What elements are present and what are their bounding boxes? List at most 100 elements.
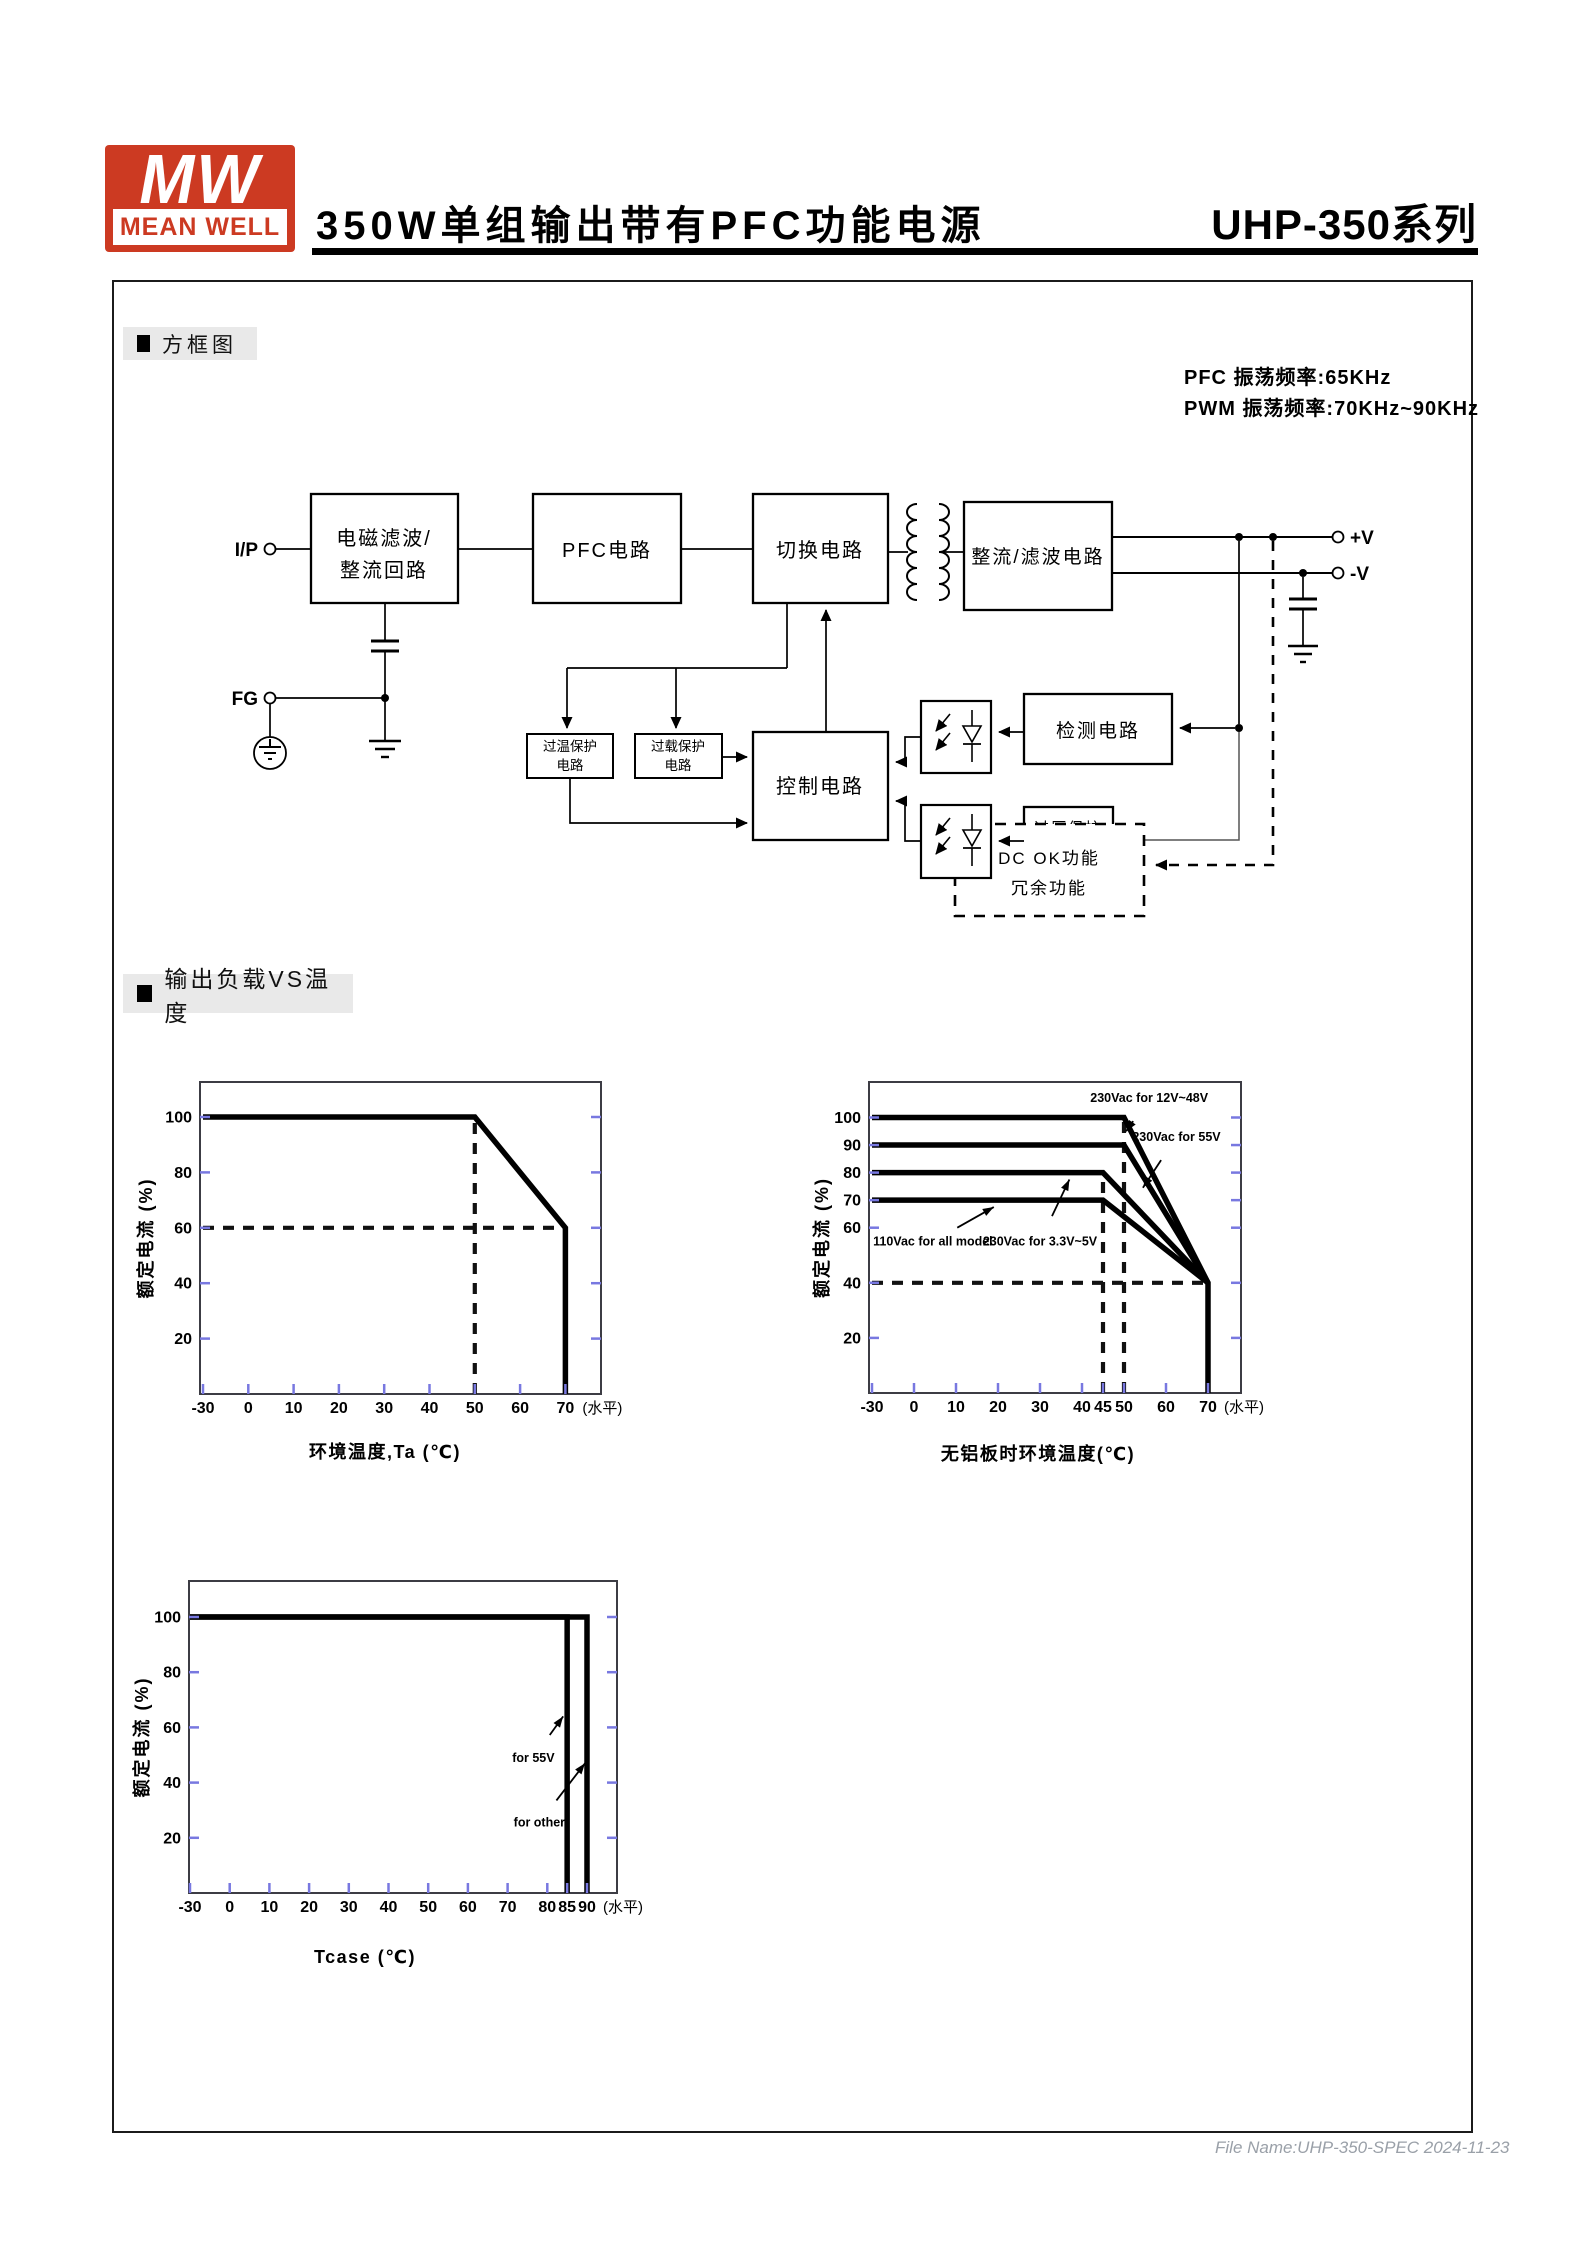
svg-text:额定电流 (%): 额定电流 (%) bbox=[811, 1177, 832, 1298]
svg-text:0: 0 bbox=[225, 1899, 234, 1916]
svg-text:60: 60 bbox=[511, 1400, 529, 1417]
olp-circuit-box bbox=[634, 733, 723, 779]
switching-circuit-label: 切换电路 bbox=[776, 539, 864, 562]
dcok-label-line1: DC OK功能 bbox=[998, 849, 1100, 868]
dcok-label-line2: 冗余功能 bbox=[1011, 879, 1087, 898]
svg-text:20: 20 bbox=[989, 1399, 1007, 1416]
detect-circuit-label: 检测电路 bbox=[1056, 720, 1140, 742]
meanwell-logo: MW MEAN WELL bbox=[105, 140, 295, 252]
vminus-terminal bbox=[1331, 566, 1345, 580]
svg-text:80: 80 bbox=[163, 1665, 181, 1682]
svg-text:20: 20 bbox=[300, 1899, 318, 1916]
mw-logo-letters: MW bbox=[139, 140, 261, 218]
earth-ground-icon bbox=[253, 736, 287, 770]
pfc-frequency-note: PFC 振荡频率:65KHz bbox=[1184, 367, 1392, 389]
svg-text:60: 60 bbox=[174, 1220, 192, 1237]
emi-filter-label-line2: 整流回路 bbox=[340, 559, 428, 582]
section-title: 输出负载VS温度 bbox=[164, 965, 332, 1026]
junction-dot bbox=[1269, 533, 1277, 541]
svg-text:70: 70 bbox=[1199, 1399, 1217, 1416]
rectifier-filter-label: 整流/滤波电路 bbox=[971, 546, 1104, 568]
svg-text:10: 10 bbox=[285, 1400, 303, 1417]
svg-text:80: 80 bbox=[538, 1899, 556, 1916]
svg-text:(水平): (水平) bbox=[1224, 1399, 1264, 1416]
switching-circuit-box bbox=[751, 492, 890, 605]
olp-label-line1: 过载保护 bbox=[651, 739, 705, 754]
ground-icon bbox=[369, 739, 401, 759]
fg-terminal-label: FG bbox=[232, 689, 258, 710]
file-info: File Name:UHP-350-SPEC 2024-11-23 bbox=[1215, 2138, 1510, 2157]
wire-arrow bbox=[895, 795, 921, 842]
svg-text:30: 30 bbox=[375, 1400, 393, 1417]
svg-text:30: 30 bbox=[1031, 1399, 1049, 1416]
svg-text:20: 20 bbox=[330, 1400, 348, 1417]
svg-text:80: 80 bbox=[843, 1165, 861, 1182]
section-square-icon bbox=[137, 985, 153, 1002]
svg-text:230Vac for 3.3V~5V: 230Vac for 3.3V~5V bbox=[983, 1234, 1098, 1248]
svg-text:60: 60 bbox=[1157, 1399, 1175, 1416]
svg-text:10: 10 bbox=[947, 1399, 965, 1416]
svg-text:90: 90 bbox=[843, 1138, 861, 1155]
optocoupler-1 bbox=[919, 699, 993, 775]
section-square-icon bbox=[137, 335, 150, 352]
svg-text:0: 0 bbox=[910, 1399, 919, 1416]
logo-brand-name: MEAN WELL bbox=[119, 212, 281, 241]
svg-text:30: 30 bbox=[340, 1899, 358, 1916]
transformer-secondary-coil-icon bbox=[938, 503, 950, 601]
rectifier-filter-box bbox=[962, 500, 1114, 612]
transformer-primary-coil-icon bbox=[906, 503, 918, 601]
control-circuit-label: 控制电路 bbox=[776, 775, 864, 798]
svg-text:100: 100 bbox=[154, 1610, 181, 1627]
svg-text:40: 40 bbox=[421, 1400, 439, 1417]
svg-text:85: 85 bbox=[558, 1899, 576, 1916]
svg-text:for 55V: for 55V bbox=[512, 1751, 555, 1765]
wire-arrow bbox=[569, 778, 748, 829]
svg-text:100: 100 bbox=[834, 1110, 861, 1127]
svg-text:70: 70 bbox=[499, 1899, 517, 1916]
svg-text:20: 20 bbox=[174, 1331, 192, 1348]
svg-text:(水平): (水平) bbox=[582, 1400, 622, 1417]
wire-arrow bbox=[895, 736, 921, 768]
control-circuit-box bbox=[751, 730, 890, 842]
svg-text:-30: -30 bbox=[178, 1899, 201, 1916]
svg-text:50: 50 bbox=[419, 1899, 437, 1916]
olp-label-line2: 电路 bbox=[665, 758, 693, 773]
otp-label-line2: 电路 bbox=[557, 758, 585, 773]
pfc-circuit-label: PFC电路 bbox=[562, 539, 652, 562]
otp-circuit-box bbox=[526, 733, 614, 779]
input-terminal bbox=[263, 542, 277, 556]
svg-text:40: 40 bbox=[843, 1275, 861, 1292]
junction-dot bbox=[1235, 533, 1243, 541]
svg-text:for other: for other bbox=[514, 1816, 566, 1830]
svg-text:40: 40 bbox=[1073, 1399, 1091, 1416]
logo-band: MEAN WELL bbox=[113, 209, 287, 245]
dcok-dashed-wire bbox=[1155, 541, 1275, 871]
output-capacitor-icon bbox=[1289, 597, 1317, 611]
fg-terminal bbox=[263, 691, 277, 705]
svg-text:100: 100 bbox=[165, 1110, 192, 1127]
svg-text:40: 40 bbox=[174, 1276, 192, 1293]
svg-text:(水平): (水平) bbox=[603, 1899, 643, 1916]
otp-label-line1: 过温保护 bbox=[543, 739, 597, 754]
emi-filter-box bbox=[309, 492, 460, 605]
svg-text:10: 10 bbox=[261, 1899, 279, 1916]
vplus-terminal bbox=[1331, 530, 1345, 544]
svg-text:20: 20 bbox=[163, 1830, 181, 1847]
title-rule bbox=[312, 248, 1478, 255]
svg-text:60: 60 bbox=[163, 1720, 181, 1737]
ovp-wire bbox=[1120, 732, 1240, 846]
svg-text:Tcase (℃): Tcase (℃) bbox=[314, 1947, 416, 1967]
svg-text:50: 50 bbox=[466, 1400, 484, 1417]
svg-text:90: 90 bbox=[578, 1899, 596, 1916]
capacitor-icon bbox=[371, 639, 399, 653]
input-terminal-label: I/P bbox=[235, 540, 259, 561]
series-title: UHP-350系列 bbox=[1211, 201, 1477, 248]
pfc-circuit-box bbox=[531, 492, 683, 605]
svg-text:20: 20 bbox=[843, 1330, 861, 1347]
emi-filter-label-line1: 电磁滤波/ bbox=[336, 527, 432, 550]
svg-text:230Vac for 55V: 230Vac for 55V bbox=[1132, 1130, 1221, 1144]
